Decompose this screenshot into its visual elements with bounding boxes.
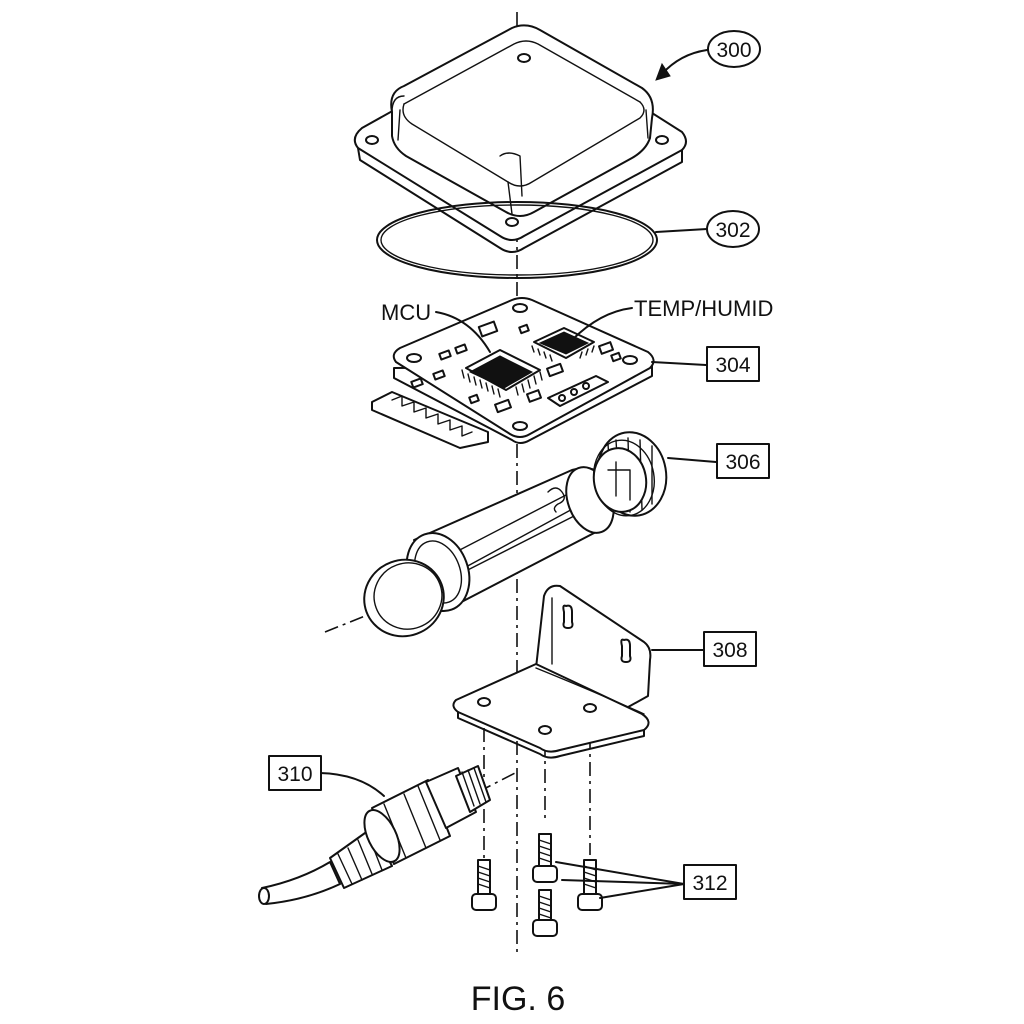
ref-label-308: 308 (703, 631, 757, 667)
ref-text-302: 302 (715, 219, 750, 242)
battery-holder (363, 431, 668, 638)
screw-left (471, 859, 497, 911)
ref-text-308: 308 (712, 639, 747, 662)
cable-gland (258, 765, 491, 905)
leader-310 (319, 772, 385, 797)
enclosure-lid (353, 24, 687, 253)
leader-304 (651, 361, 707, 366)
ref-text-300: 300 (716, 39, 751, 62)
mcu-label: MCU (381, 300, 431, 325)
mounting-bracket (452, 584, 652, 759)
screw-middle-bottom (532, 889, 558, 937)
screw-set (471, 833, 603, 937)
leader-temp-humid (571, 307, 633, 341)
ref-label-312: 312 (683, 864, 737, 900)
leader-306 (667, 457, 717, 463)
arrow-300 (655, 62, 671, 81)
ref-text-306: 306 (725, 451, 760, 474)
ref-label-300: 300 (707, 30, 761, 68)
leader-312-c (561, 879, 685, 885)
leader-312-a (555, 861, 685, 885)
ref-label-304: 304 (706, 346, 760, 382)
ref-label-310: 310 (268, 755, 322, 791)
temp-humid-label: TEMP/HUMID (634, 296, 773, 321)
leader-300 (661, 49, 708, 75)
figure-caption: FIG. 6 (471, 980, 565, 1018)
leader-mcu (435, 311, 491, 353)
ref-label-302: 302 (706, 210, 760, 248)
ref-label-306: 306 (716, 443, 770, 479)
leader-302 (655, 228, 708, 233)
leader-312-b (599, 883, 685, 899)
ref-text-310: 310 (277, 763, 312, 786)
screw-middle-top (532, 833, 558, 883)
ref-text-312: 312 (692, 872, 727, 895)
gasket-ring (376, 201, 658, 279)
pcb-board (371, 297, 655, 449)
ref-text-304: 304 (715, 354, 750, 377)
